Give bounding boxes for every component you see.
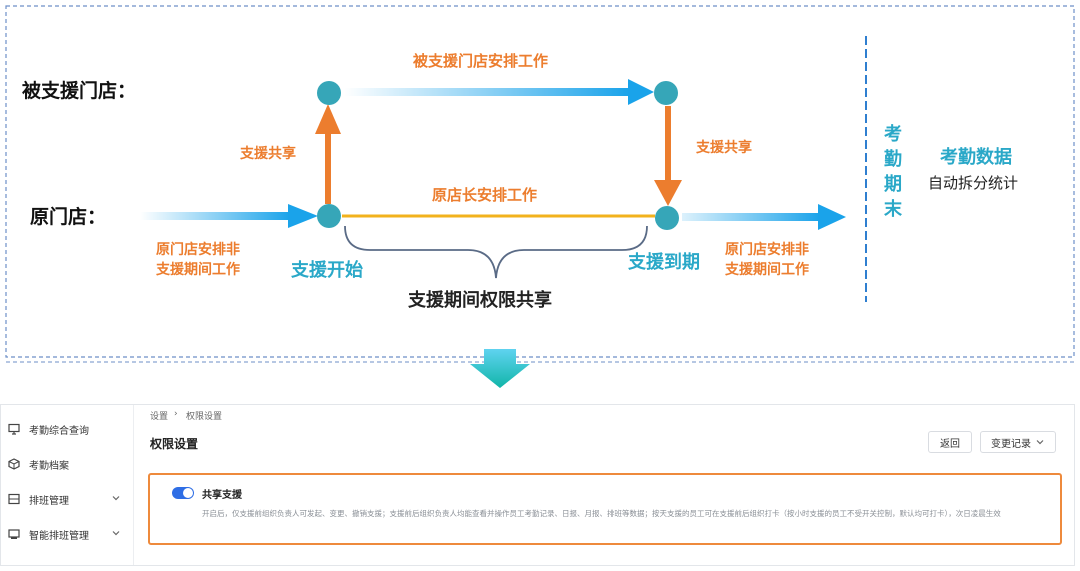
lane-label-home-store: 原门店： — [30, 206, 107, 228]
calendar-icon — [7, 492, 21, 506]
share-support-setting-card: 共享支援 开启后，仅支援前组织负责人可发起、变更、撤销支援；支援前后组织负责人均… — [148, 473, 1062, 545]
setting-description: 开启后，仅支援前组织负责人可发起、变更、撤销支援；支援前后组织负责人均能查看并操… — [202, 509, 1001, 518]
period-share-label: 支援期间权限共享 — [408, 290, 552, 311]
screen-icon — [7, 527, 21, 541]
main-content: 设置 › 权限设置 权限设置 返回 变更记录 共享支援 开启后，仅支援前组织负责… — [134, 405, 1074, 565]
chevron-down-icon — [1036, 440, 1044, 445]
sidebar-item-smart-shift[interactable]: 智能排班管理 — [7, 522, 127, 546]
node-top-left — [317, 81, 341, 105]
node-bottom-left — [317, 204, 341, 228]
stats-subtitle: 自动拆分统计 — [928, 174, 1019, 192]
chevron-down-icon — [111, 493, 121, 503]
home-in-arrow-shaft — [140, 212, 290, 220]
before-support-work-label: 原门店安排非 支援期间工作 — [156, 242, 240, 278]
breadcrumb-settings[interactable]: 设置 — [150, 412, 169, 422]
after-support-work-label: 原门店安排非 支援期间工作 — [725, 242, 809, 278]
chevron-down-icon — [111, 528, 121, 538]
top-arrow-shaft — [344, 88, 630, 96]
sidebar-item-attendance-profile[interactable]: 考勤档案 — [7, 452, 127, 476]
transition-arrow — [470, 349, 530, 388]
change-log-label: 变更记录 — [991, 438, 1031, 450]
toggle-knob — [183, 488, 193, 498]
sidebar-item-shift-management[interactable]: 排班管理 — [7, 487, 127, 511]
home-out-arrow-shaft — [682, 213, 820, 221]
stats-title: 考勤数据 — [940, 147, 1012, 168]
flow-diagram — [5, 5, 1075, 388]
share-down-shaft — [665, 106, 671, 182]
settings-screenshot: 考勤综合查询 考勤档案 排班管理 智 — [0, 404, 1075, 566]
support-end-label: 支援到期 — [628, 252, 700, 273]
share-down-label: 支援共享 — [696, 140, 752, 156]
sidebar-item-label: 考勤综合查询 — [29, 425, 89, 437]
sidebar-item-label: 考勤档案 — [29, 460, 69, 472]
home-in-arrow-head — [288, 204, 318, 228]
lane-label-supported-store: 被支援门店： — [22, 80, 137, 102]
cube-icon — [7, 457, 21, 471]
node-top-right — [654, 81, 678, 105]
node-bottom-right — [655, 206, 679, 230]
breadcrumb-permission-settings: 权限设置 — [186, 412, 223, 422]
sidebar-item-attendance-query[interactable]: 考勤综合查询 — [7, 417, 127, 441]
back-button[interactable]: 返回 — [928, 431, 972, 453]
share-up-shaft — [325, 130, 331, 204]
support-start-label: 支援开始 — [291, 260, 363, 281]
share-down-head — [654, 180, 682, 206]
share-up-label: 支援共享 — [240, 146, 296, 162]
top-work-label: 被支援门店安排工作 — [413, 52, 549, 70]
page-title: 权限设置 — [150, 437, 199, 451]
month-end-label: 考勤期末 — [884, 124, 902, 220]
setting-title: 共享支援 — [202, 490, 242, 501]
back-button-label: 返回 — [940, 438, 960, 450]
sidebar-item-label: 排班管理 — [29, 495, 69, 507]
share-up-head — [315, 104, 341, 134]
top-arrow-head — [628, 79, 654, 105]
breadcrumb-separator-icon: › — [174, 409, 178, 419]
sidebar: 考勤综合查询 考勤档案 排班管理 智 — [1, 405, 134, 565]
period-brace — [344, 225, 648, 279]
home-manager-work-label: 原店长安排工作 — [432, 186, 538, 204]
change-log-button[interactable]: 变更记录 — [980, 431, 1056, 453]
dashed-boundary — [5, 5, 1075, 358]
share-support-toggle[interactable] — [172, 487, 194, 499]
home-out-arrow-head — [818, 204, 846, 230]
sidebar-item-label: 智能排班管理 — [29, 530, 89, 542]
monitor-icon — [7, 422, 21, 436]
